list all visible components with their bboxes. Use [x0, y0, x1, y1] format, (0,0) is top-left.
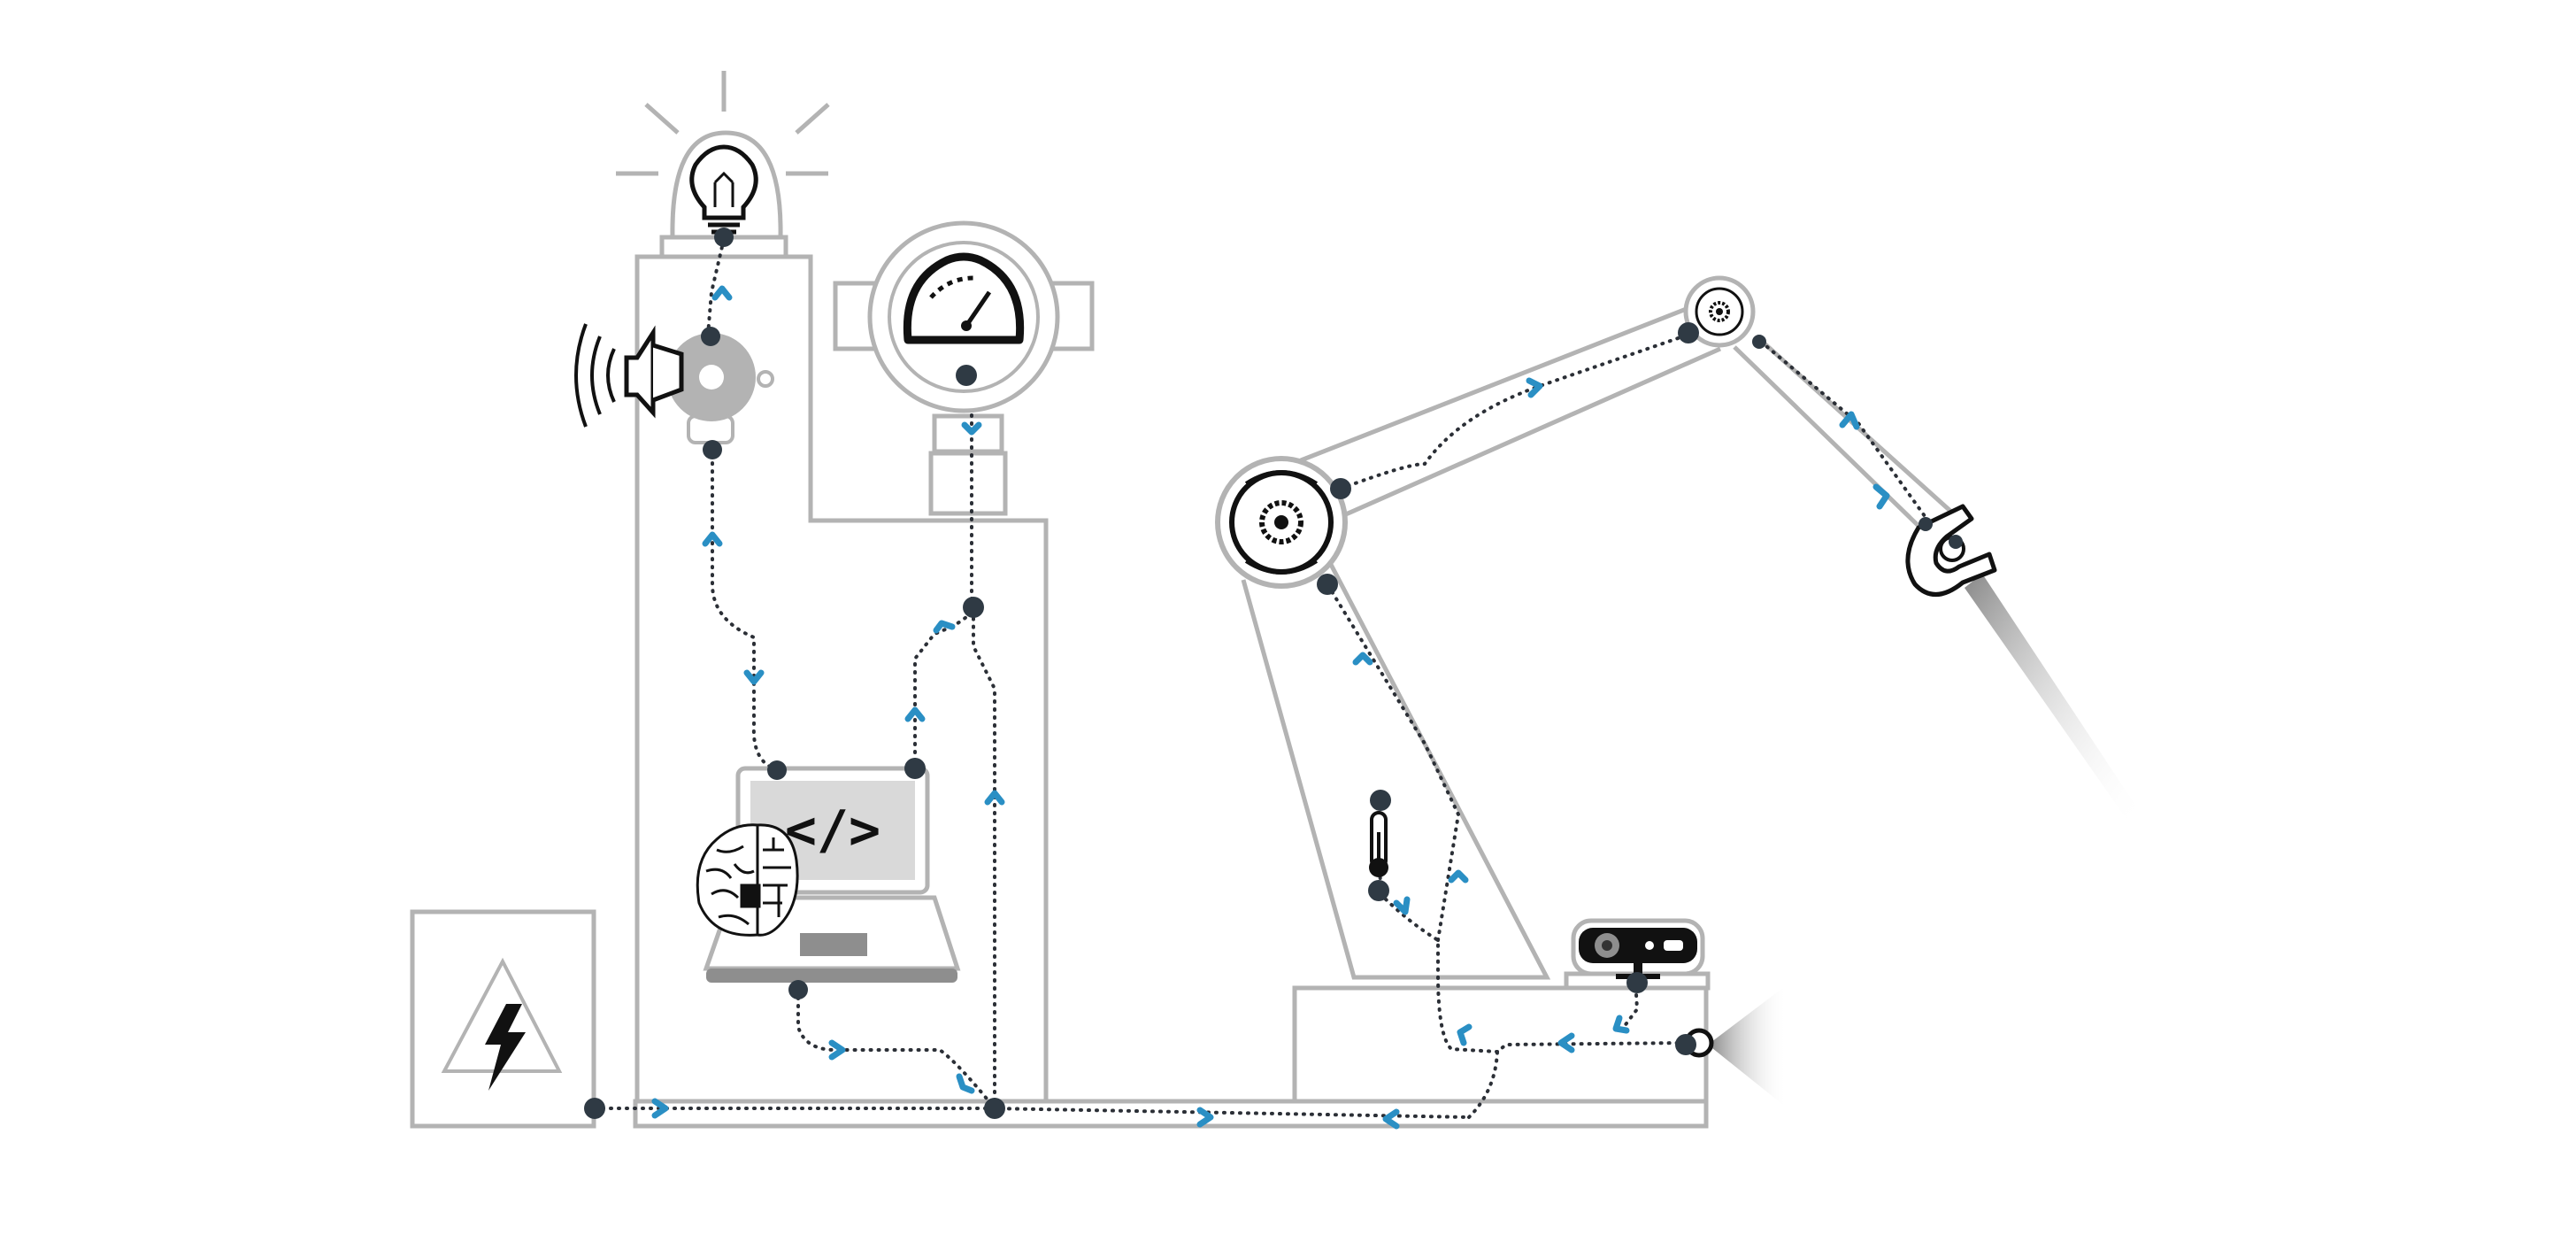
flow-arrow — [1872, 483, 1890, 510]
sensor-beam — [1708, 984, 1788, 1108]
connection-node — [1368, 880, 1389, 901]
flow-arrow — [904, 706, 926, 722]
flow-arrows — [651, 285, 1890, 1130]
gripper-beam — [1965, 574, 2142, 822]
connection-node — [701, 327, 720, 346]
thermometer-icon — [1369, 811, 1388, 877]
connection-node — [1919, 517, 1933, 531]
flow-arrow — [1557, 1032, 1575, 1053]
flow-arrow — [702, 531, 723, 547]
robot-forearm — [1733, 335, 1953, 529]
joint-gear-icon — [1215, 456, 1348, 589]
connection-node — [904, 758, 926, 779]
brain-chip-icon — [696, 823, 799, 937]
flow-arrow — [1196, 1107, 1214, 1128]
connection-node — [703, 440, 722, 459]
flow-arrow — [1526, 377, 1543, 398]
connection-node — [1752, 335, 1766, 349]
connection-node — [584, 1098, 605, 1119]
power-supply-icon — [441, 957, 563, 1091]
connection-node — [984, 1098, 1005, 1119]
pressure-gauge-icon — [867, 220, 1060, 413]
flow-arrow — [1612, 1015, 1630, 1034]
flow-arrow — [956, 1073, 975, 1094]
connection-node — [963, 597, 984, 618]
flow-arrow — [651, 1098, 669, 1119]
joint-gear-icon — [1683, 275, 1756, 348]
robot-upper-arm — [1300, 305, 1722, 523]
flow-arrow — [933, 620, 956, 634]
connection-node — [1330, 478, 1351, 499]
flow-arrow — [1839, 411, 1860, 430]
flow-arrow — [1382, 1108, 1400, 1130]
structure — [410, 71, 1953, 1129]
power-supply-box — [410, 909, 596, 1129]
connection-node — [1678, 322, 1699, 343]
connection-node — [767, 760, 787, 780]
light-bulb-icon — [689, 144, 758, 235]
flow-arrow — [1393, 896, 1411, 915]
depth-camera-icon — [1579, 928, 1697, 979]
connection-node — [1370, 790, 1391, 811]
connection-node — [714, 228, 734, 247]
connection-node — [1626, 972, 1648, 993]
gauge-fitting — [932, 413, 1004, 454]
connection-node — [1317, 574, 1338, 595]
connection-node — [1675, 1034, 1696, 1055]
connection-nodes — [584, 228, 1963, 1119]
flow-arrow — [984, 790, 1005, 806]
connection-node — [956, 365, 977, 386]
flow-arrow — [711, 285, 733, 301]
flow-arrow — [828, 1039, 846, 1061]
siren-horn-icon — [574, 323, 774, 444]
flow-arrow — [743, 669, 765, 685]
flow-arrow — [1448, 869, 1469, 883]
code-label: </> — [785, 799, 880, 861]
flow-arrow — [1352, 652, 1373, 666]
connection-node — [788, 980, 808, 999]
base-rail — [633, 1099, 1709, 1129]
connection-node — [1949, 535, 1963, 549]
robot-lower-arm — [1241, 556, 1551, 980]
flow-arrow — [1457, 1023, 1473, 1046]
flow-arrow — [961, 421, 982, 436]
